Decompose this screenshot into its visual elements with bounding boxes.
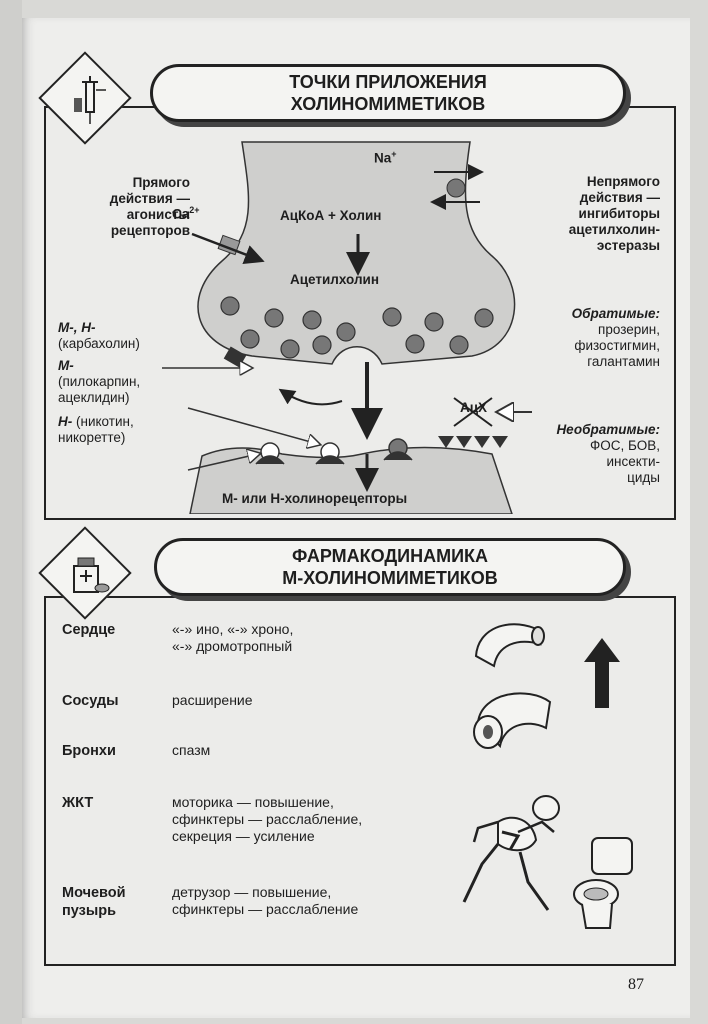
organ-gi-tract: ЖКТ bbox=[62, 794, 93, 812]
m-h-label: М-, Н- bbox=[58, 320, 198, 336]
organ-bladder-line-2: пузырь bbox=[62, 902, 126, 920]
vessel-tube-icon bbox=[468, 614, 548, 672]
indirect-line-1: Непрямого bbox=[492, 174, 660, 190]
na-ion-label: Na+ bbox=[374, 146, 397, 167]
dilated-vessel-icon bbox=[468, 682, 558, 752]
effect-heart-line-2: «-» дромотропный bbox=[172, 638, 293, 655]
section2-title-line2: М-ХОЛИНОМИМЕТИКОВ bbox=[157, 567, 623, 589]
reversible-drug-1: прозерин, bbox=[492, 322, 660, 338]
irreversible-drug-3: циды bbox=[492, 470, 660, 486]
effect-heart-line-1: «-» ино, «-» хроно, bbox=[172, 621, 293, 638]
section1-title: ТОЧКИ ПРИЛОЖЕНИЯ ХОЛИНОМИМЕТИКОВ bbox=[150, 64, 626, 122]
na-charge: + bbox=[391, 149, 396, 159]
ca-ion-label: Ca2+ bbox=[172, 202, 200, 223]
indirect-line-4: ацетилхолин- bbox=[492, 222, 660, 238]
synapse-diagram bbox=[162, 136, 532, 514]
direct-line-4: рецепторов bbox=[50, 223, 190, 239]
agonist-labels: М-, Н- (карбахолин) М- (пилокарпин, ацек… bbox=[58, 320, 198, 446]
nicorette-label: никоретте) bbox=[58, 430, 198, 446]
acetyl-coa-choline: АцКоА + Холин bbox=[280, 208, 381, 224]
book-spine bbox=[0, 0, 22, 1024]
reversible-block: Обратимые: прозерин, физостигмин, галант… bbox=[492, 306, 660, 370]
organ-bronchi: Бронхи bbox=[62, 742, 116, 760]
effect-bronchi: спазм bbox=[172, 742, 210, 759]
receptors-label: М- или Н-холинорецепторы bbox=[222, 491, 407, 507]
carbachol-label: (карбахолин) bbox=[58, 336, 198, 352]
irreversible-block: Необратимые: ФОС, БОВ, инсекти- циды bbox=[492, 422, 660, 486]
direct-line-1: Прямого bbox=[50, 175, 190, 191]
acetylcholine-label: Ацетилхолин bbox=[290, 272, 379, 288]
up-arrow-icon bbox=[582, 638, 622, 708]
effect-bladder-line-2: сфинктеры — расслабление bbox=[172, 901, 358, 918]
book-page: ТОЧКИ ПРИЛОЖЕНИЯ ХОЛИНОМИМЕТИКОВ bbox=[22, 18, 690, 1018]
ca-text: Ca bbox=[172, 207, 189, 222]
h-line: Н- (никотин, bbox=[58, 414, 198, 430]
nicotine-label: (никотин, bbox=[72, 414, 133, 429]
section2-title: ФАРМАКОДИНАМИКА М-ХОЛИНОМИМЕТИКОВ bbox=[154, 538, 626, 596]
organ-bladder-line-1: Мочевой bbox=[62, 884, 126, 902]
section1-title-line1: ТОЧКИ ПРИЛОЖЕНИЯ bbox=[153, 67, 623, 93]
indirect-line-2: действия — bbox=[492, 190, 660, 206]
organ-vessels: Сосуды bbox=[62, 692, 119, 710]
irreversible-label: Необратимые: bbox=[492, 422, 660, 438]
effect-bladder: детрузор — повышение, сфинктеры — рассла… bbox=[172, 884, 358, 918]
effect-vessels: расширение bbox=[172, 692, 253, 709]
pilocarpine-label: (пилокарпин, bbox=[58, 374, 198, 390]
reversible-drug-2: физостигмин, bbox=[492, 338, 660, 354]
pharmacy-icon bbox=[64, 552, 114, 604]
irreversible-drug-2: инсекти- bbox=[492, 454, 660, 470]
toilet-icon bbox=[570, 834, 640, 934]
reversible-label: Обратимые: bbox=[492, 306, 660, 322]
ache-label: АцХ bbox=[460, 400, 487, 416]
effect-gi-line-2: сфинктеры — расслабление, bbox=[172, 811, 362, 828]
running-person-icon bbox=[458, 792, 568, 922]
ca-charge: 2+ bbox=[189, 205, 199, 215]
section1-title-line2: ХОЛИНОМИМЕТИКОВ bbox=[153, 93, 623, 115]
h-label: Н- bbox=[58, 414, 72, 429]
direct-action-label: Прямого действия — агонисты рецепторов bbox=[50, 175, 190, 239]
effect-gi-tract: моторика — повышение, сфинктеры — рассла… bbox=[172, 794, 362, 845]
reversible-drug-3: галантамин bbox=[492, 354, 660, 370]
effect-bladder-line-1: детрузор — повышение, bbox=[172, 884, 358, 901]
effect-gi-line-3: секреция — усиление bbox=[172, 828, 362, 845]
effect-gi-line-1: моторика — повышение, bbox=[172, 794, 362, 811]
na-text: Na bbox=[374, 151, 391, 166]
irreversible-drug-1: ФОС, БОВ, bbox=[492, 438, 660, 454]
syringe-icon bbox=[66, 76, 114, 128]
indirect-line-3: ингибиторы bbox=[492, 206, 660, 222]
direct-line-2: действия — bbox=[50, 191, 190, 207]
organ-heart: Сердце bbox=[62, 621, 115, 639]
page-number: 87 bbox=[628, 976, 644, 994]
m-label: М- bbox=[58, 358, 198, 374]
indirect-action-label: Непрямого действия — ингибиторы ацетилхо… bbox=[492, 174, 660, 254]
organ-bladder: Мочевой пузырь bbox=[62, 884, 126, 920]
direct-line-3: агонисты bbox=[50, 207, 190, 223]
effect-heart: «-» ино, «-» хроно, «-» дромотропный bbox=[172, 621, 293, 655]
aceclidine-label: ацеклидин) bbox=[58, 390, 198, 406]
section2-title-line1: ФАРМАКОДИНАМИКА bbox=[157, 541, 623, 567]
indirect-line-5: эстеразы bbox=[492, 238, 660, 254]
